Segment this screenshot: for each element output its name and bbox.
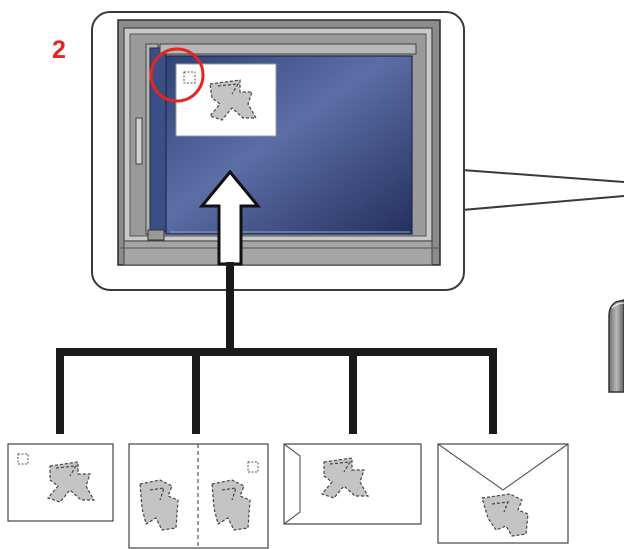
envelope-flap-left-icon [283, 443, 422, 525]
scanner-glass-icon [117, 19, 441, 266]
step-number: 2 [52, 36, 66, 64]
callout-box [91, 11, 465, 291]
callout-pointer [461, 169, 624, 211]
alignment-corner-marker-icon [149, 47, 205, 103]
envelope-flap-top-icon [437, 443, 569, 544]
open-book-original-icon [128, 443, 269, 549]
machine-side-view-icon [608, 299, 624, 393]
portrait-original-icon [7, 443, 114, 522]
connector-lines [56, 262, 497, 434]
original-document-icon [175, 63, 277, 137]
